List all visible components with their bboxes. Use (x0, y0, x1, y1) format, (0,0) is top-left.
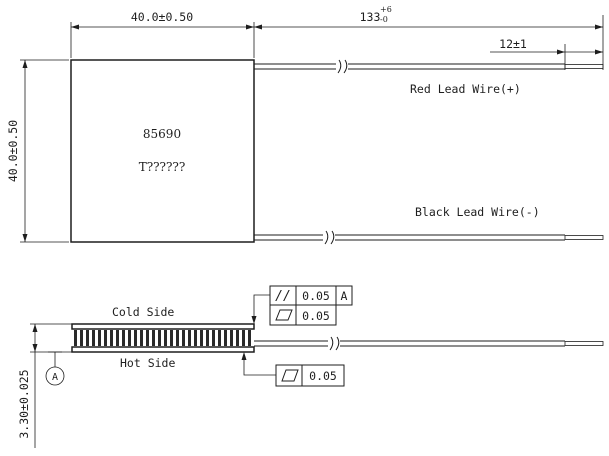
pellet (110, 330, 113, 346)
cold-side-plate (71, 323, 255, 330)
flatness-frame-top: 0.05 (269, 304, 337, 326)
width-dimension-label: 40.0±0.50 (131, 10, 193, 24)
pellet (182, 330, 185, 346)
pellet (80, 330, 83, 346)
red-lead-wire (254, 59, 604, 74)
pellet (206, 330, 209, 346)
pellet (230, 330, 233, 346)
pellet (104, 330, 107, 346)
pellet (74, 330, 77, 346)
thermoelectric-pellets (74, 330, 251, 346)
flatness-bottom-tolerance: 0.05 (309, 369, 337, 383)
datum-a-circle (45, 366, 65, 386)
black-lead-wire (254, 230, 604, 245)
pellet (194, 330, 197, 346)
pellet (176, 330, 179, 346)
pellet (218, 330, 221, 346)
pellet (212, 330, 215, 346)
pellet (224, 330, 227, 346)
flatness-frame-bottom: 0.05 (275, 364, 345, 387)
top-view: 40.0±0.50 40.0±0.50 85690 T?????? 133 +6… (6, 5, 604, 245)
model-number: 85690 (143, 127, 181, 141)
hot-side-label: Hot Side (120, 356, 175, 370)
pellet (116, 330, 119, 346)
hot-side-plate (71, 346, 255, 353)
pellet (98, 330, 101, 346)
pellet (236, 330, 239, 346)
pellet (242, 330, 245, 346)
pellet (146, 330, 149, 346)
pellet (134, 330, 137, 346)
flatness-icon (281, 369, 299, 382)
cold-side-label: Cold Side (112, 305, 174, 319)
flatness-icon (275, 309, 293, 321)
lead-length-label: 133 (360, 10, 381, 24)
pellet (158, 330, 161, 346)
parallelism-symbol: // (275, 289, 291, 304)
strip-length-label: 12±1 (499, 37, 527, 51)
pellet (248, 330, 251, 346)
pellet (92, 330, 95, 346)
pellet (170, 330, 173, 346)
black-wire-label: Black Lead Wire(-) (415, 205, 540, 219)
part-code: T?????? (139, 160, 186, 174)
pellet (140, 330, 143, 346)
height-dimension-label: 40.0±0.50 (6, 120, 20, 182)
parallelism-frame: // 0.05 A (269, 285, 353, 306)
lead-length-tol-minus: -0 (380, 15, 388, 24)
pellet (152, 330, 155, 346)
thickness-dimension-label: 3.30±0.025 (17, 369, 31, 438)
pellet (128, 330, 131, 346)
side-view: 3.30±0.025 A Cold Side Hot Side // 0.05 … (17, 285, 604, 448)
flatness-top-tolerance: 0.05 (302, 309, 330, 323)
pellet (188, 330, 191, 346)
pellet (86, 330, 89, 346)
pellet (122, 330, 125, 346)
red-wire-label: Red Lead Wire(+) (410, 82, 521, 96)
module-body (70, 59, 255, 243)
lead-length-tol-plus: +6 (380, 5, 392, 14)
parallelism-datum: A (341, 289, 348, 303)
datum-a-label: A (52, 372, 58, 383)
pellet (164, 330, 167, 346)
parallelism-tolerance: 0.05 (302, 289, 330, 303)
pellet (200, 330, 203, 346)
